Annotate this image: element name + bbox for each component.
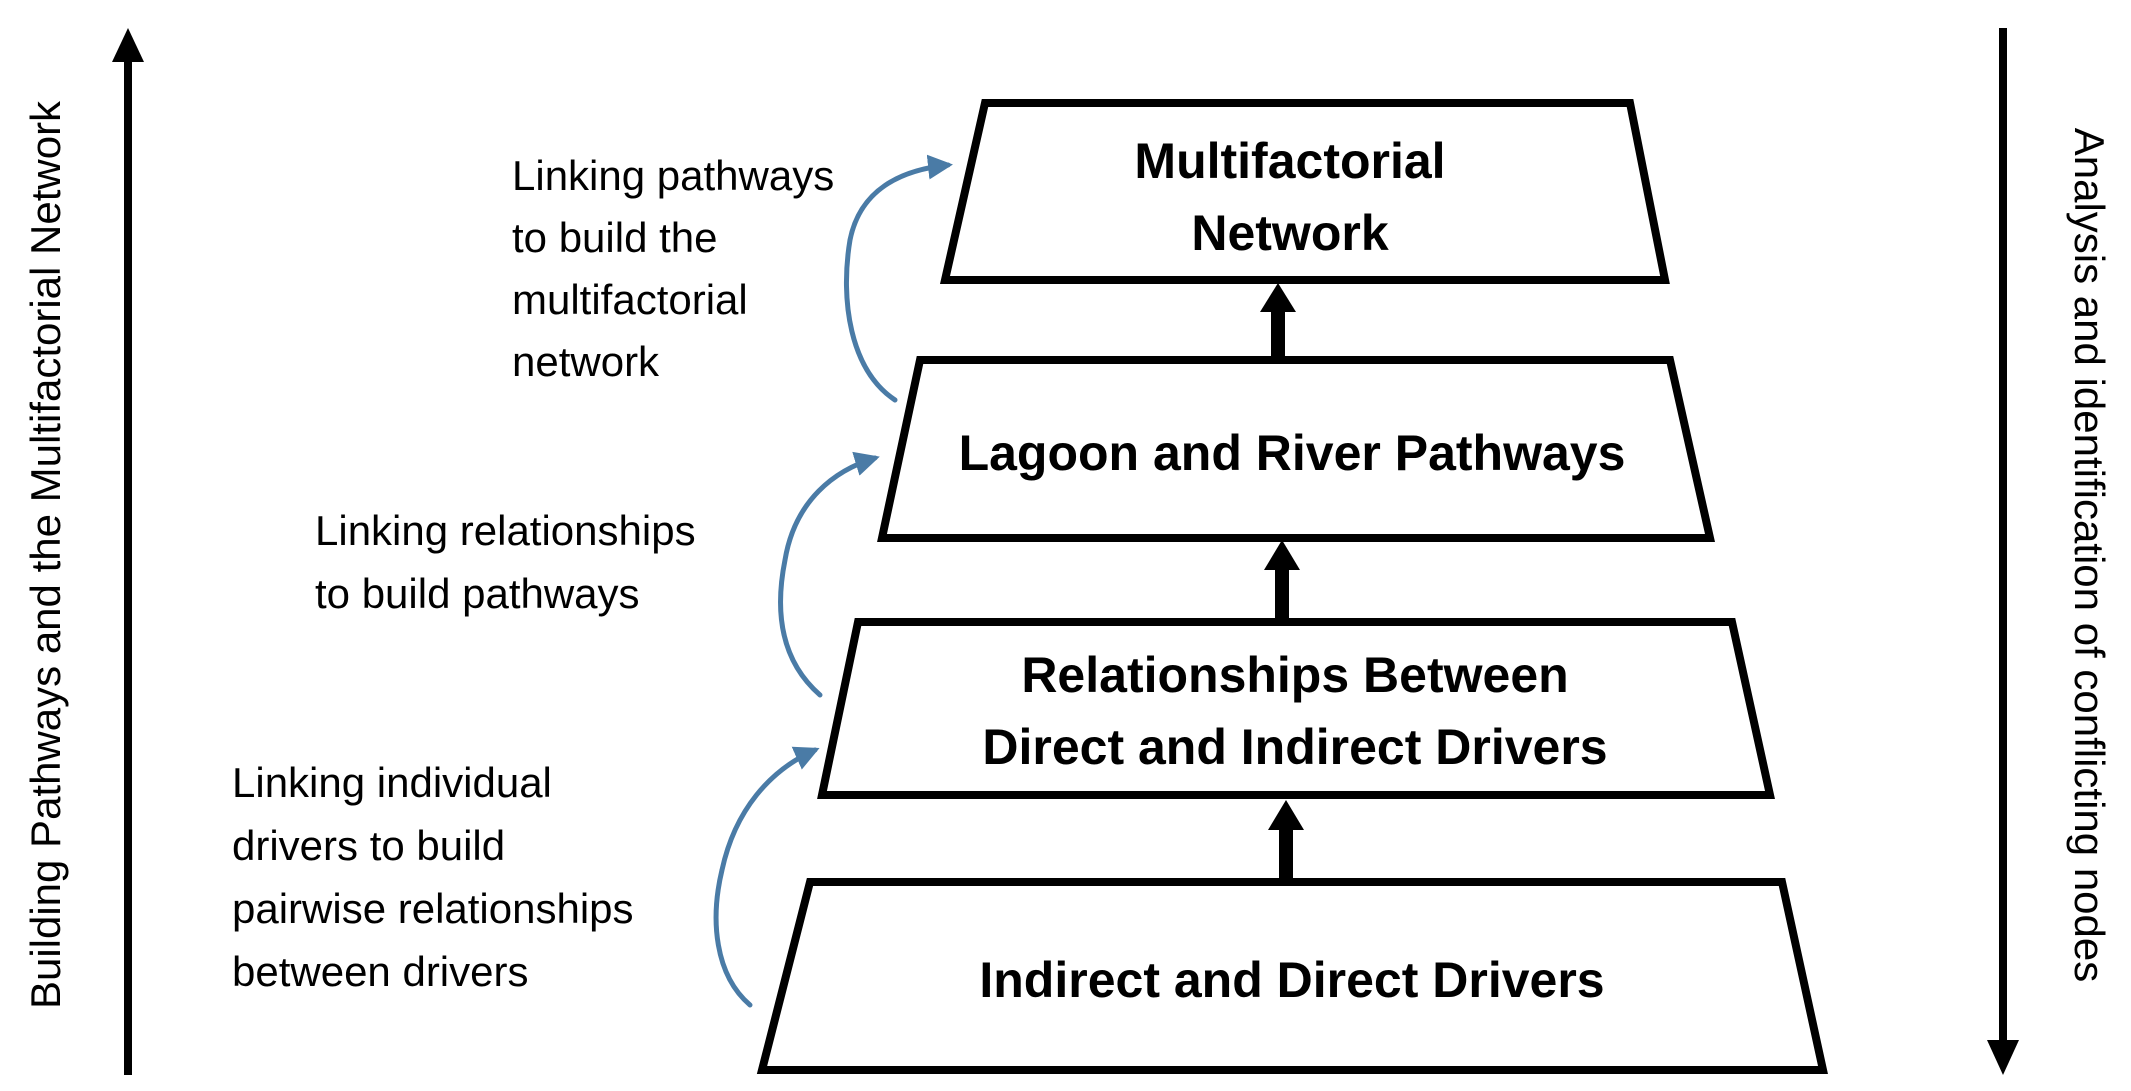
tier-third xyxy=(817,618,1775,799)
curve-arrow-bottom xyxy=(713,746,820,1008)
note-bottom-line1: Linking individual xyxy=(232,759,552,806)
note-middle-line2: to build pathways xyxy=(315,570,640,617)
tier-second xyxy=(877,356,1715,542)
tier-top-label-line2: Network xyxy=(1191,205,1388,261)
tier-top xyxy=(939,99,1670,284)
tier-bottom xyxy=(756,878,1828,1074)
tier-second-label: Lagoon and River Pathways xyxy=(959,425,1626,481)
note-top: Linking pathways to build the multifacto… xyxy=(512,152,834,385)
left-up-arrow xyxy=(112,28,144,1075)
right-side-label: Analysis and identification of conflicti… xyxy=(2066,128,2113,983)
note-top-line3: multifactorial xyxy=(512,276,748,323)
note-bottom-line3: pairwise relationships xyxy=(232,885,634,932)
note-bottom-line2: drivers to build xyxy=(232,822,505,869)
note-top-line1: Linking pathways xyxy=(512,152,834,199)
note-top-line2: to build the xyxy=(512,214,718,261)
note-bottom: Linking individual drivers to build pair… xyxy=(232,759,634,995)
note-top-line4: network xyxy=(512,338,660,385)
tier-top-label-line1: Multifactorial xyxy=(1134,133,1445,189)
up-arrow-bottom xyxy=(1268,800,1304,880)
up-arrow-top xyxy=(1260,283,1296,358)
left-side-label: Building Pathways and the Multifactorial… xyxy=(22,100,69,1009)
note-middle: Linking relationships to build pathways xyxy=(315,507,696,617)
note-middle-line1: Linking relationships xyxy=(315,507,696,554)
tier-bottom-label: Indirect and Direct Drivers xyxy=(979,952,1604,1008)
tier-third-label-line1: Relationships Between xyxy=(1021,647,1568,703)
curve-arrow-middle xyxy=(778,451,880,698)
note-bottom-line4: between drivers xyxy=(232,948,528,995)
up-arrow-middle xyxy=(1264,540,1300,620)
tier-third-label-line2: Direct and Indirect Drivers xyxy=(982,719,1607,775)
curve-arrow-top xyxy=(843,154,953,403)
right-down-arrow xyxy=(1987,28,2019,1075)
